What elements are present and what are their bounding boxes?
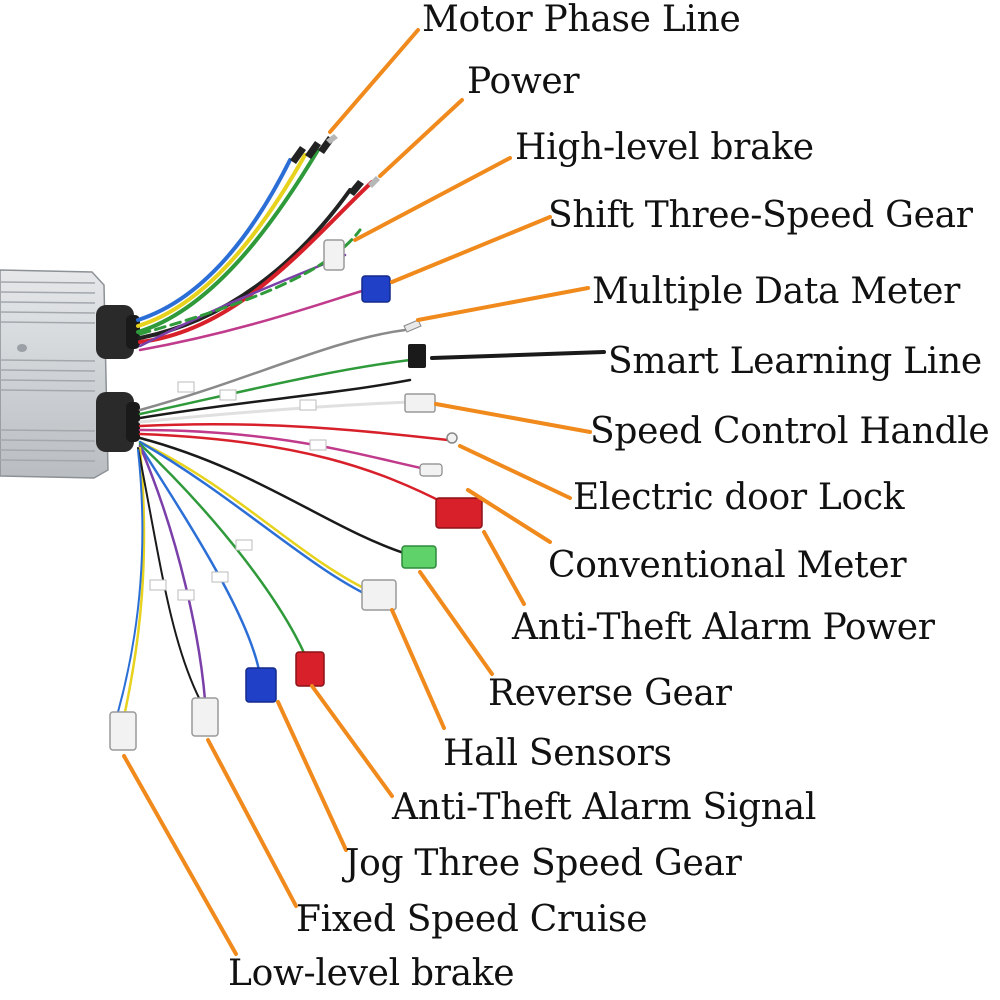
leader-power (378, 98, 464, 178)
lower-wire-bundle (117, 328, 450, 714)
lower-cable-grommet (96, 392, 140, 452)
label-multiple-data-meter: Multiple Data Meter (592, 271, 960, 312)
leader-fixed-speed-cruise (206, 738, 298, 908)
multiple-data-meter-terminal (403, 319, 422, 333)
leader-low-level-brake (122, 754, 238, 956)
wire-tags (149, 381, 327, 601)
label-anti-theft-alarm-power: Anti-Theft Alarm Power (512, 607, 935, 648)
reverse-gear-connector (401, 545, 437, 569)
anti-theft-signal-connector (295, 651, 325, 687)
leader-high-level-brake (353, 156, 512, 242)
phase-terminals (290, 134, 338, 164)
jog-three-speed-connector (245, 667, 277, 703)
leader-anti-theft-alarm-signal (310, 684, 394, 798)
leader-motor-phase-line (328, 28, 420, 134)
label-jog-three-speed-gear: Jog Three Speed Gear (345, 843, 742, 884)
upper-cable-grommet (96, 305, 140, 359)
leader-jog-three-speed-gear (276, 700, 348, 852)
label-smart-learning-line: Smart Learning Line (608, 341, 982, 382)
label-electric-door-lock: Electric door Lock (573, 477, 905, 518)
label-fixed-speed-cruise: Fixed Speed Cruise (296, 899, 648, 940)
anti-theft-power-connector (435, 497, 483, 529)
leader-smart-learning-line (430, 350, 606, 360)
low-level-brake-connector (109, 711, 137, 751)
controller-body (0, 269, 109, 479)
label-high-level-brake: High-level brake (515, 127, 814, 168)
leader-reverse-gear (418, 570, 494, 676)
shift-three-speed-connector (361, 275, 391, 303)
label-hall-sensors: Hall Sensors (443, 733, 672, 774)
electric-door-lock-terminal (446, 432, 458, 444)
upper-wire-bundle (136, 148, 374, 352)
fixed-speed-cruise-connector (191, 697, 219, 737)
leader-speed-control-handle (434, 402, 592, 434)
high-level-brake-connector (323, 239, 345, 271)
leader-multiple-data-meter (416, 286, 590, 322)
conventional-meter-terminal (419, 463, 443, 477)
leader-conventional-meter (466, 488, 552, 544)
speed-control-connector (404, 393, 436, 413)
hall-sensors-connector (361, 579, 397, 611)
power-terminals (348, 176, 380, 196)
label-motor-phase-line: Motor Phase Line (422, 0, 741, 40)
leader-anti-theft-alarm-power (482, 530, 526, 606)
label-reverse-gear: Reverse Gear (488, 673, 732, 714)
label-conventional-meter: Conventional Meter (548, 545, 907, 586)
leader-hall-sensors (390, 608, 446, 730)
label-speed-control-handle: Speed Control Handle (590, 411, 990, 452)
label-shift-three-speed-gear: Shift Three-Speed Gear (548, 195, 973, 236)
label-anti-theft-alarm-signal: Anti-Theft Alarm Signal (392, 787, 817, 828)
label-power: Power (467, 61, 580, 102)
label-low-level-brake: Low-level brake (228, 953, 515, 994)
smart-learning-connector (408, 344, 426, 368)
leader-electric-door-lock (458, 444, 572, 500)
leader-shift-three-speed-gear (390, 215, 552, 284)
leader-lines (122, 28, 606, 956)
